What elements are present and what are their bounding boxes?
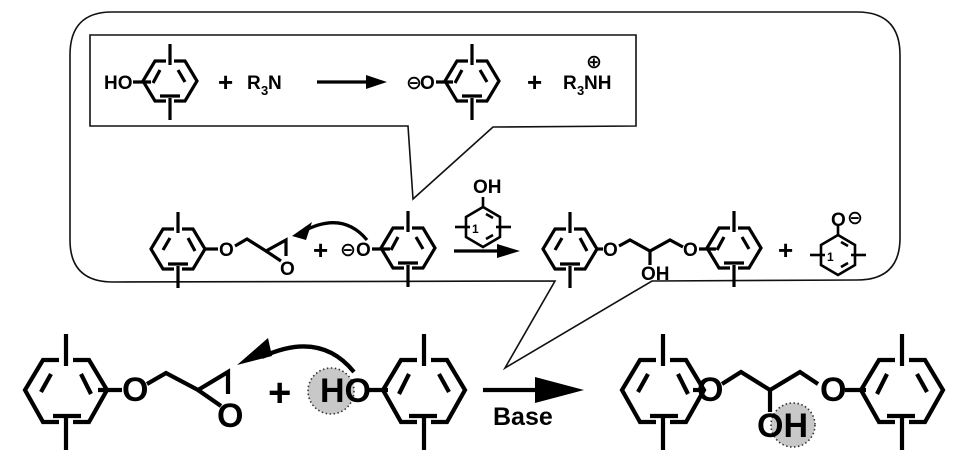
plus-sign: +: [268, 371, 291, 415]
plus-sign: +: [527, 67, 542, 97]
epoxide-oxygen-label: O: [217, 397, 243, 435]
secondary-hydroxyl-label: OH: [757, 407, 808, 445]
phenol-hydroxyl-label: HO: [320, 372, 371, 410]
svg-text:R: R: [247, 73, 261, 94]
ring-locant-label: 1: [827, 250, 834, 264]
epoxide-oxygen-label: O: [280, 259, 295, 280]
catalyst-phenol-hydroxyl-label: OH: [473, 177, 502, 198]
phenol-ring-icon: [383, 334, 465, 450]
secondary-hydroxyl-label: OH: [641, 264, 670, 285]
deprotonation-equation: HO + R 3 N ⊖ O + R 3 NH ⊕: [104, 42, 611, 122]
byproduct-oxygen-label: O: [831, 210, 846, 231]
hydroxyl-hydrogen-highlight: [770, 402, 816, 448]
ether-oxygen-label: O: [603, 240, 618, 261]
ether-oxygen-label: O: [219, 240, 234, 261]
phenoxide-charge-label: ⊖: [406, 73, 422, 94]
reaction-arrow: [317, 75, 387, 89]
svg-text:3: 3: [577, 83, 584, 98]
ether-oxygen-label: O: [683, 240, 698, 261]
ether-oxygen-label: O: [697, 371, 723, 409]
amine-base-label: R 3 N: [247, 73, 282, 98]
ether-oxygen-label: O: [122, 371, 148, 409]
ring-locant-label: 1: [472, 222, 479, 236]
main-reaction: O O + HO Base O OH O: [25, 334, 943, 450]
phenoxide-oxygen-label: O: [420, 73, 435, 94]
phenol-hydroxyl-label: HO: [104, 73, 133, 94]
ammonium-label: R 3 NH ⊕: [563, 52, 611, 98]
ether-oxygen-label: O: [820, 371, 846, 409]
aryl-ring-icon: [622, 334, 704, 450]
mechanism-equation: O O + ⊖ O OH 1 O OH O + O ⊖: [149, 177, 868, 290]
positive-charge-icon: ⊕: [586, 52, 602, 73]
plus-sign: +: [778, 235, 793, 265]
aryl-ring-icon: [25, 334, 107, 450]
svg-text:NH: NH: [584, 73, 611, 94]
phenoxide-oxygen-label: O: [356, 240, 371, 261]
plus-sign: +: [218, 67, 233, 97]
plus-sign: +: [313, 235, 328, 265]
svg-text:N: N: [268, 73, 282, 94]
electron-push-arrow: [261, 344, 356, 374]
aryl-ring-icon: [861, 334, 943, 450]
svg-text:3: 3: [261, 83, 268, 98]
hydroxyl-hydrogen-highlight: [307, 367, 355, 415]
base-reaction-arrow: [483, 377, 584, 403]
base-label: Base: [493, 403, 553, 431]
reaction-arrow: [454, 244, 520, 258]
deprotonation-box: [89, 34, 637, 201]
phenoxide-charge-label: ⊖: [340, 240, 356, 261]
svg-text:R: R: [563, 73, 577, 94]
negative-charge-icon: ⊖: [847, 208, 863, 229]
